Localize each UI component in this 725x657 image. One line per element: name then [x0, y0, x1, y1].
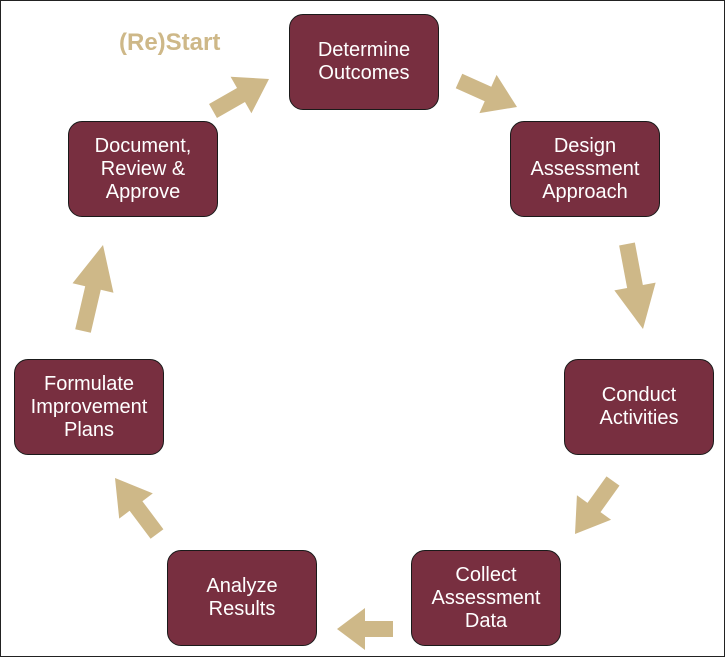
arrow-icon-5 — [337, 608, 393, 650]
arrow-icon-7 — [72, 245, 114, 333]
step-determine-outcomes: Determine Outcomes — [289, 14, 439, 110]
step-analyze-results: Analyze Results — [167, 550, 317, 646]
arrow-icon-2 — [455, 73, 517, 114]
arrow-icon-4 — [575, 476, 620, 534]
step-document-review-approve: Document, Review & Approve — [68, 121, 218, 217]
step-conduct-activities: Conduct Activities — [564, 359, 714, 455]
step-design-assessment-approach: Design Assessment Approach — [510, 121, 660, 217]
arrow-icon-3 — [614, 242, 656, 330]
step-formulate-improvement-plans: Formulate Improvement Plans — [14, 359, 164, 455]
restart-label: (Re)Start — [119, 29, 221, 56]
arrow-icon-6 — [115, 477, 164, 539]
arrow-icon-1 — [209, 76, 270, 118]
step-collect-assessment-data: Collect Assessment Data — [411, 550, 561, 646]
